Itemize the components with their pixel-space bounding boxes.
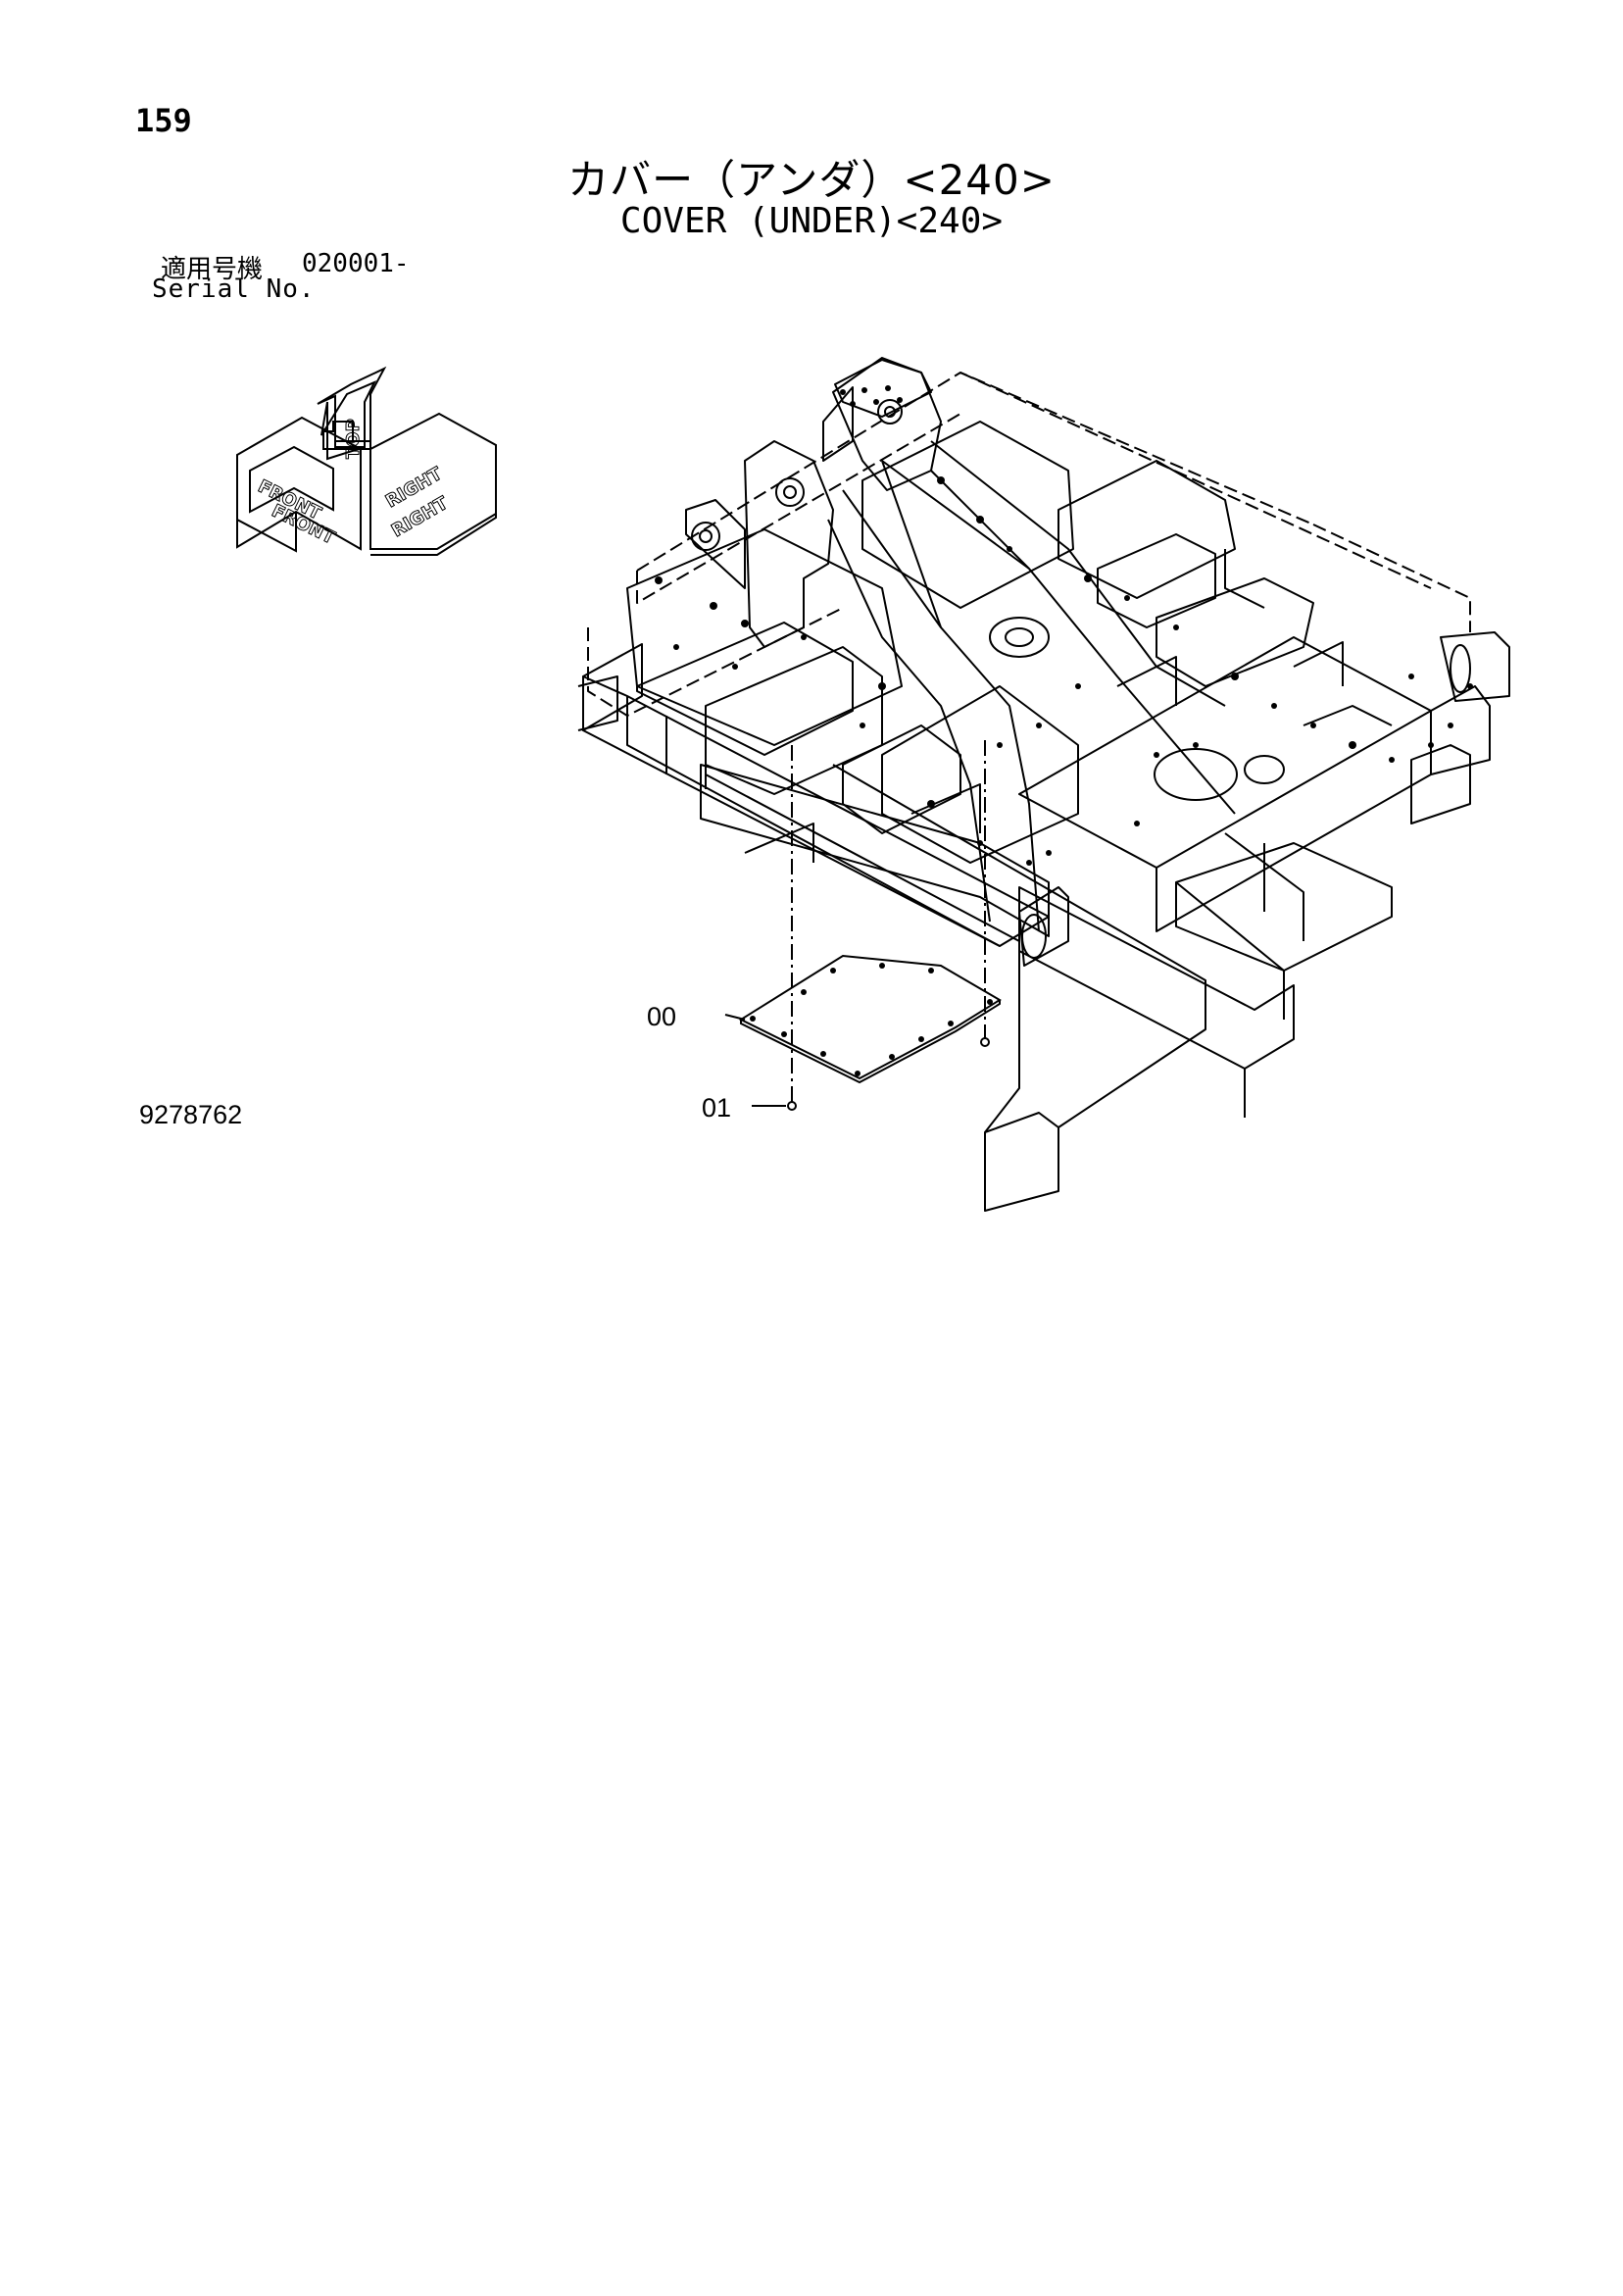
serial-label-japanese: 適用号機 xyxy=(161,255,264,284)
right-label-upper: RIGHT xyxy=(382,463,446,512)
front-label-lower: FRONT xyxy=(269,501,339,549)
callout-label-00: 00 xyxy=(647,1002,677,1031)
page-title-japanese: カバー（アンダ）<240> xyxy=(567,156,1056,204)
document-number: 9278762 xyxy=(139,1100,243,1129)
page-number: 159 xyxy=(135,102,192,139)
front-label-upper: FRONT xyxy=(255,476,325,524)
callout-label-01: 01 xyxy=(702,1093,732,1123)
top-label: TOP xyxy=(343,419,364,459)
serial-value: 020001- xyxy=(302,249,410,278)
serial-label-english: Serial No. xyxy=(152,275,316,304)
right-label-lower: RIGHT xyxy=(388,492,452,541)
page-title-english: COVER (UNDER)<240> xyxy=(619,201,1004,241)
